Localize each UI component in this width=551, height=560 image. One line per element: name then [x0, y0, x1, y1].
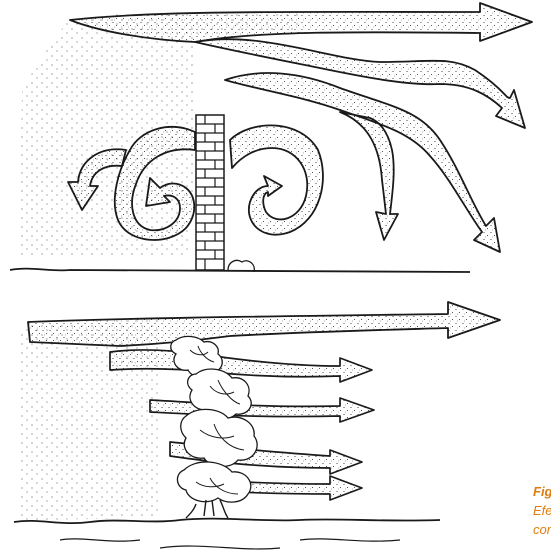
ground-texture — [60, 539, 400, 549]
figure-caption-line-2: cort — [533, 520, 551, 539]
arrow-bottom-top — [28, 302, 500, 346]
figure-caption-line-1: Efec — [533, 501, 551, 520]
bottom-panel — [14, 302, 500, 549]
eddy-loop-right — [230, 125, 323, 234]
tree-trunks — [186, 500, 228, 518]
top-panel — [10, 3, 532, 272]
arrow-downward-branch — [340, 112, 398, 240]
tree-crown-4 — [177, 462, 250, 502]
figure-caption-label: Figu — [533, 482, 551, 501]
dense-windbreak-barrier — [196, 115, 224, 270]
arrow-top-long — [70, 3, 532, 42]
ground-line-top — [10, 269, 470, 272]
ground-line-bottom — [14, 519, 440, 524]
figure-caption: Figu Efec cort — [533, 482, 551, 539]
